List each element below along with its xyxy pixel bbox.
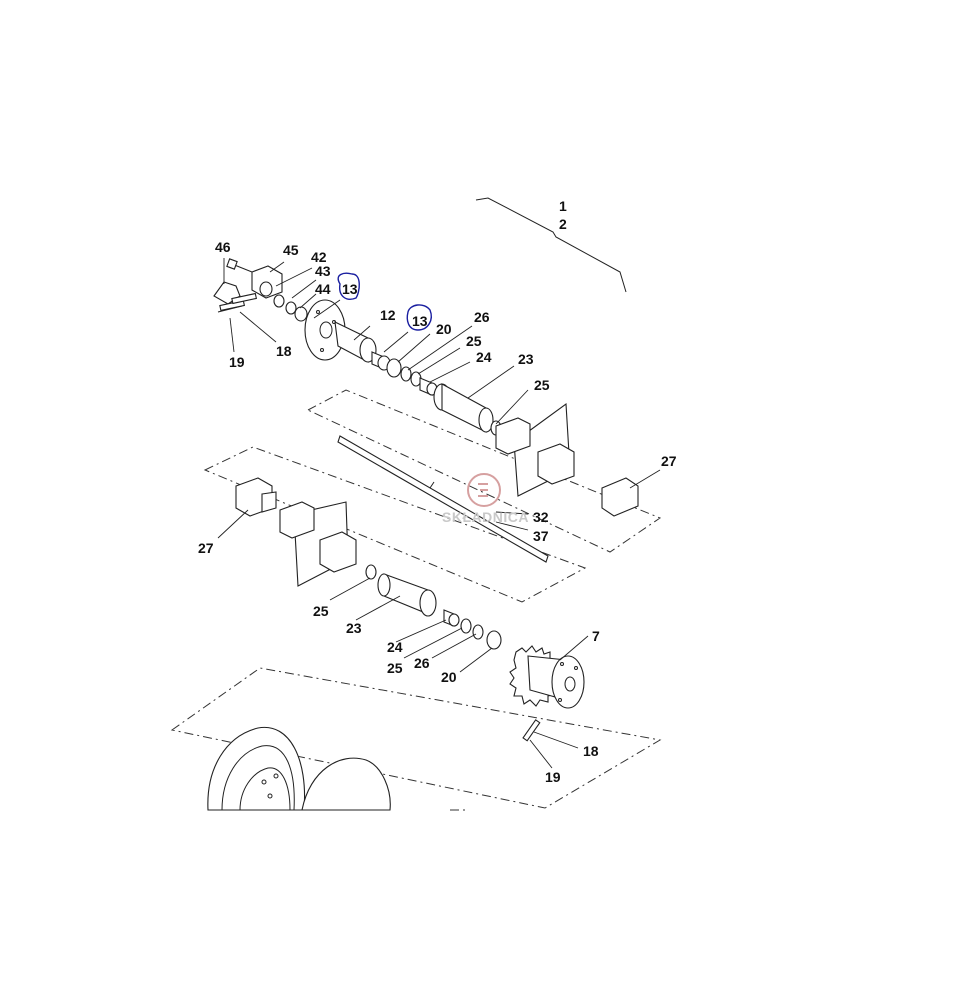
assembly-bracket: [475, 197, 627, 293]
label-part-44: 44: [315, 281, 331, 297]
label-part-7: 7: [592, 628, 600, 644]
label-part-26: 26: [474, 309, 490, 325]
label-part-45: 45: [283, 242, 299, 258]
label-part-13: 13: [412, 313, 428, 329]
watermark-logo-icon: [467, 473, 501, 507]
label-part-32: 32: [533, 509, 549, 525]
label-part-27-right: 27: [661, 453, 677, 469]
highlight-circle: [337, 272, 360, 300]
label-part-18-lower: 18: [583, 743, 599, 759]
middle-left-parts: [235, 477, 502, 650]
label-part-13-upper: 13: [342, 281, 358, 297]
label-part-24: 24: [476, 349, 492, 365]
leader-lines: [217, 258, 661, 769]
label-part-19-upper: 19: [229, 354, 245, 370]
label-part-43: 43: [315, 263, 331, 279]
label-part-25: 25: [466, 333, 482, 349]
highlight-marks: [337, 272, 432, 331]
label-part-20-lower: 20: [441, 669, 457, 685]
sprocket-hub: [509, 645, 585, 742]
part-labels: 1 2 46 45 42 43 44 13 13 12 20 26 25 24 …: [198, 198, 677, 785]
label-part-25-lower: 25: [387, 660, 403, 676]
label-part-25-right: 25: [534, 377, 550, 393]
label-part-27-left: 27: [198, 540, 214, 556]
label-part-37: 37: [533, 528, 549, 544]
label-part-1: 1: [559, 198, 567, 214]
shaft: [337, 435, 549, 563]
upper-hub-parts: [213, 258, 639, 517]
assembly-boundaries: [170, 389, 662, 811]
wheel: [207, 726, 391, 811]
label-part-20: 20: [436, 321, 452, 337]
label-part-46: 46: [215, 239, 231, 255]
label-part-23: 23: [518, 351, 534, 367]
watermark: SKŁADNICA: [442, 473, 529, 525]
label-part-23-lower: 23: [346, 620, 362, 636]
label-part-2: 2: [559, 216, 567, 232]
label-part-25-left: 25: [313, 603, 329, 619]
label-part-26-lower: 26: [414, 655, 430, 671]
watermark-text: SKŁADNICA: [442, 509, 529, 525]
label-part-19-lower: 19: [545, 769, 561, 785]
highlight-circle: [406, 304, 432, 331]
label-part-42: 42: [311, 249, 327, 265]
label-part-18-upper: 18: [276, 343, 292, 359]
label-part-12: 12: [380, 307, 396, 323]
label-part-24-lower: 24: [387, 639, 403, 655]
